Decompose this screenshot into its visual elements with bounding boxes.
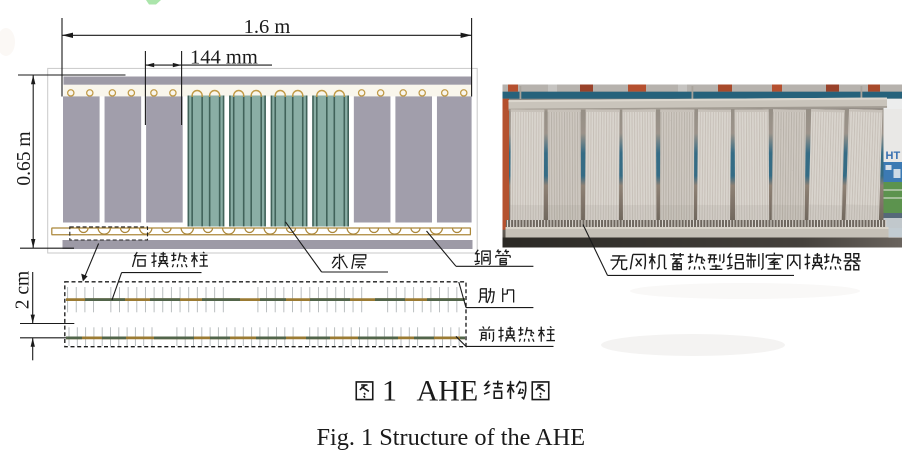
svg-text:1: 1: [382, 375, 397, 408]
svg-text:AHE: AHE: [417, 375, 479, 408]
svg-text:Fig. 1 Structure of the AHE: Fig. 1 Structure of the AHE: [317, 424, 586, 451]
svg-text:1.6 m: 1.6 m: [244, 16, 291, 38]
svg-text:2 cm: 2 cm: [13, 271, 34, 309]
svg-text:0.65 m: 0.65 m: [14, 131, 35, 185]
svg-text:HT: HT: [886, 150, 901, 162]
svg-text:144 mm: 144 mm: [190, 47, 258, 69]
